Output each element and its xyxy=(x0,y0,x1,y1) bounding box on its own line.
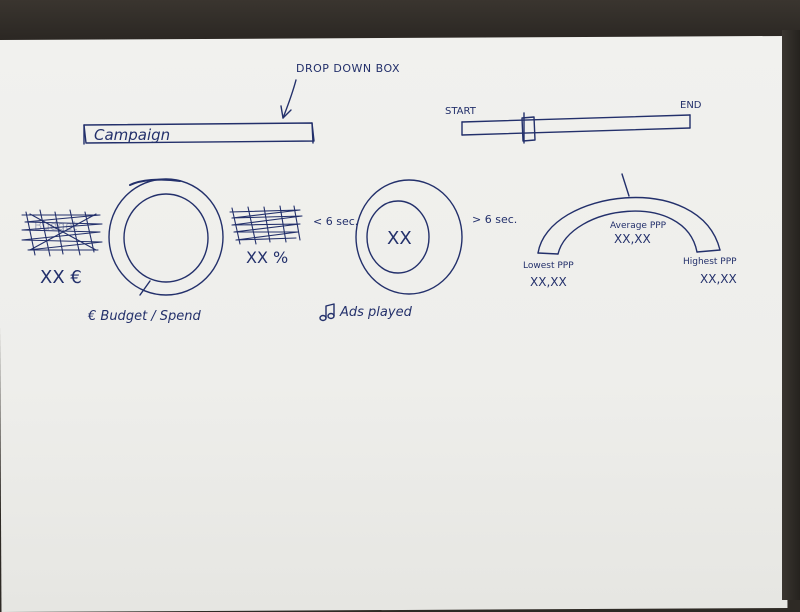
budget-spend-caption: € Budget / Spend xyxy=(87,309,202,324)
scribbled-out-label-left xyxy=(21,209,103,257)
average-ppp-label: Average PPP xyxy=(610,221,667,231)
budget-percent-value: XX % xyxy=(246,248,288,267)
ads-played-caption: Ads played xyxy=(339,305,413,320)
highest-ppp-value: XX,XX xyxy=(700,272,737,286)
lowest-ppp-value: XX,XX xyxy=(530,275,567,289)
lowest-ppp-label: Lowest PPP xyxy=(523,261,574,271)
campaign-dropdown-value: Campaign xyxy=(94,126,170,144)
slider-handle[interactable] xyxy=(521,112,536,144)
ads-over-6-sec-label: > 6 sec. xyxy=(472,213,517,226)
highest-ppp-label: Highest PPP xyxy=(683,257,737,267)
budget-donut-chart xyxy=(108,178,224,296)
table-background-top xyxy=(0,0,800,40)
dropdown-annotation: DROP DOWN BOX xyxy=(296,62,400,75)
table-background-right xyxy=(782,30,800,600)
gauge-needle xyxy=(621,173,630,197)
ads-played-donut-chart xyxy=(355,179,463,295)
campaign-dropdown[interactable] xyxy=(83,122,315,145)
budget-spent-value: XX € xyxy=(40,267,82,288)
average-ppp-value: XX,XX xyxy=(614,232,651,246)
ppp-gauge-arc xyxy=(537,173,721,255)
ads-under-6-sec-label: < 6 sec. xyxy=(313,215,358,228)
music-note-icon xyxy=(319,303,335,322)
budget-scribbled-text: Budget xyxy=(34,219,77,233)
date-range-slider[interactable] xyxy=(461,112,691,144)
dropdown-annotation-arrow xyxy=(280,79,297,119)
ads-played-count: XX xyxy=(387,228,412,249)
slider-start-label: START xyxy=(445,106,477,117)
scribbled-out-label-right xyxy=(229,205,303,245)
slider-end-label: END xyxy=(680,100,702,111)
